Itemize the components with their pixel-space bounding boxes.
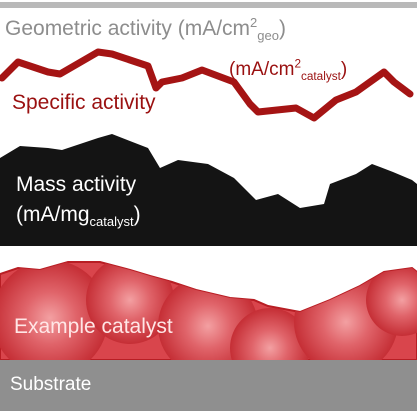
substrate-layer	[0, 360, 417, 411]
substrate-label: Substrate	[10, 374, 92, 395]
specific-activity-label: Specific activity	[12, 91, 156, 114]
mass-activity-unit: (mA/mgcatalyst)	[16, 203, 141, 230]
specific-activity-line	[0, 48, 414, 122]
catalyst-grain	[86, 262, 174, 344]
catalyst-grain	[230, 308, 310, 360]
catalyst-layer	[0, 261, 417, 361]
geometric-line	[0, 2, 417, 8]
catalyst-grain	[0, 262, 108, 360]
geometric-activity-label: Geometric activity (mA/cm2geo)	[5, 15, 286, 44]
catalyst-grain	[366, 264, 417, 336]
mass-activity-label: Mass activity	[16, 173, 137, 196]
specific-activity-unit: (mA/cm2catalyst)	[229, 57, 348, 83]
catalyst-label: Example catalyst	[14, 315, 173, 338]
mass-activity-block	[0, 134, 417, 246]
